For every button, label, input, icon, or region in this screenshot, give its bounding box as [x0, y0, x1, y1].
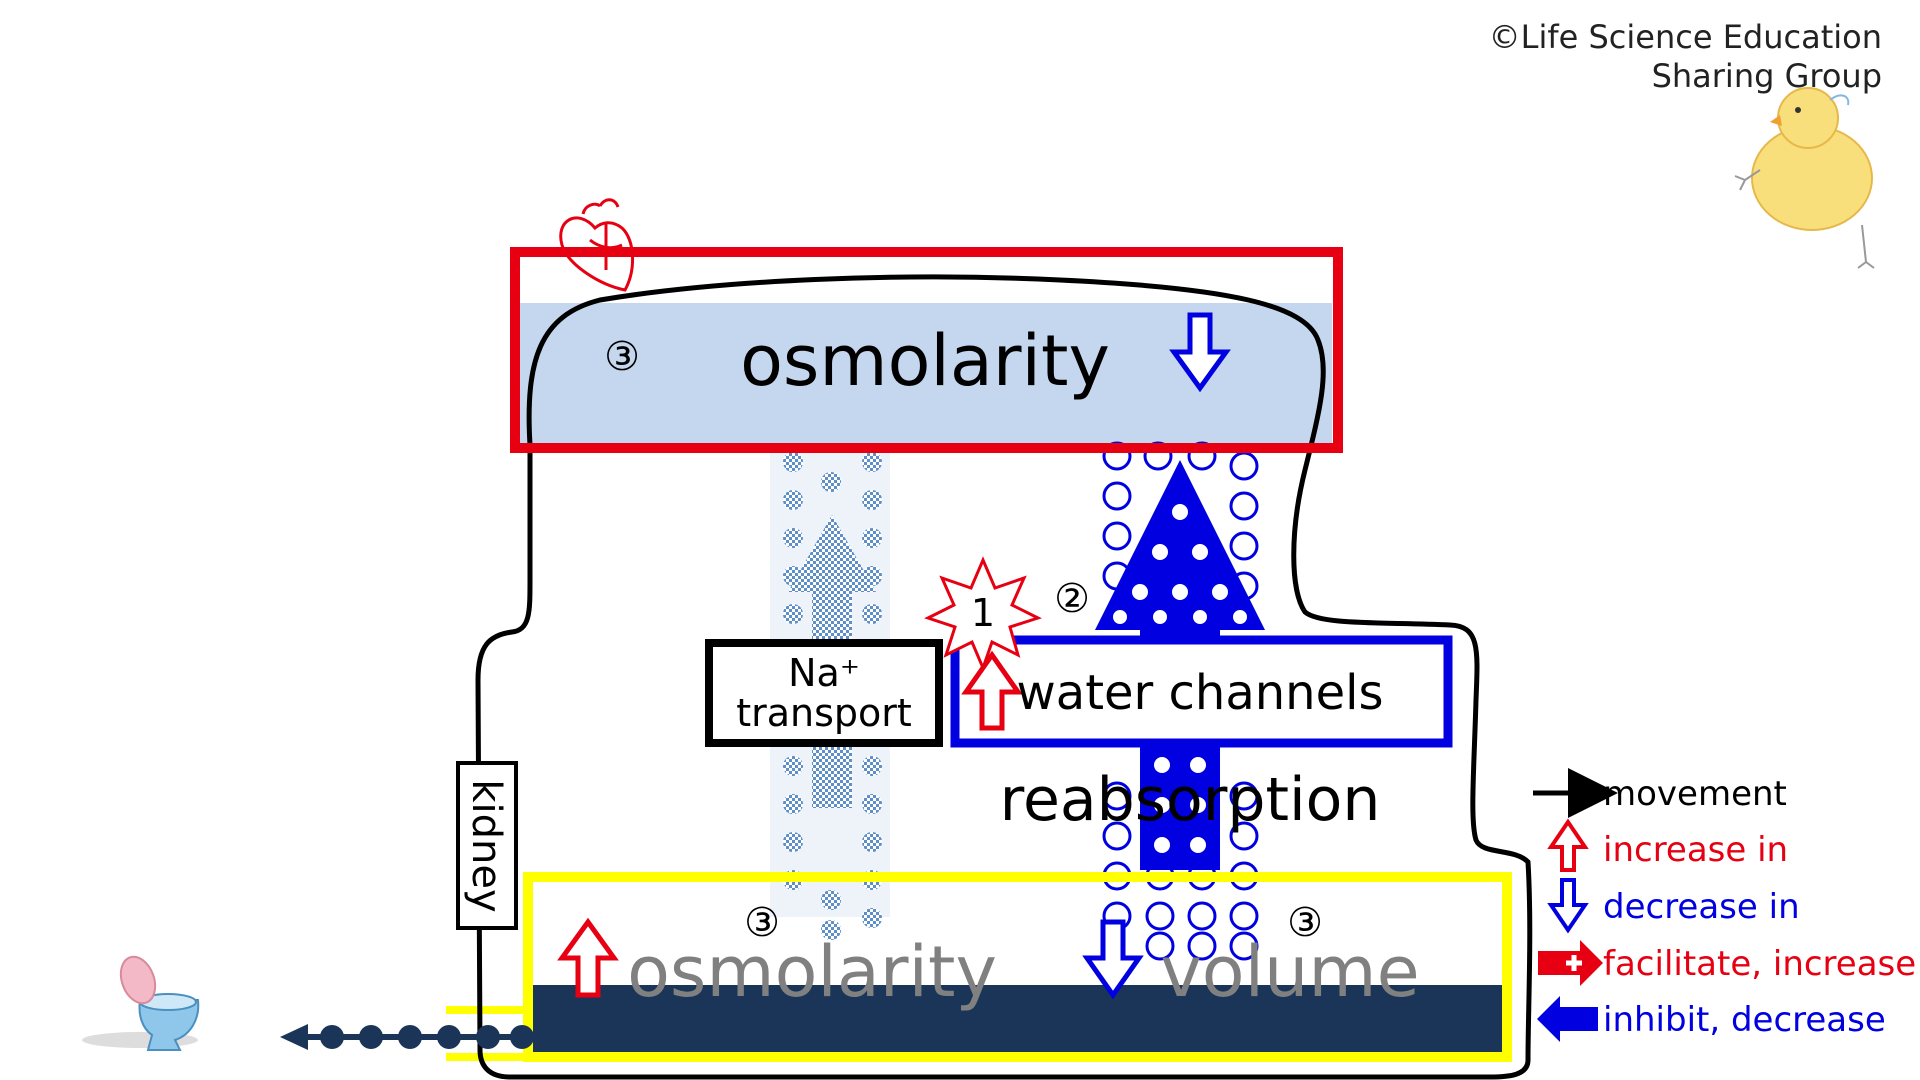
legend-increase-text: increase in	[1603, 830, 1788, 870]
na-flow-dots-mid	[821, 472, 841, 940]
kidney-label: kidney	[463, 779, 509, 912]
copyright-line1: ©Life Science Education	[1488, 18, 1882, 56]
yellow-outlet	[446, 1006, 532, 1061]
legend-facilitate-plus-icon	[1566, 955, 1582, 971]
na-transport-line2: transport	[736, 691, 912, 735]
water-channels-box	[950, 635, 1453, 748]
bottom-volume-decrease-arrow	[1082, 919, 1144, 1000]
legend-decrease-icon	[1547, 878, 1589, 934]
legend-decrease-text: decrease in	[1603, 887, 1800, 927]
legend-increase: increase in	[1547, 818, 1788, 872]
bottom-volume-step: ③	[1287, 900, 1323, 946]
legend-facilitate-text: facilitate, increase	[1603, 944, 1916, 984]
stimulus-number: 1	[971, 591, 995, 635]
legend-decrease: decrease in	[1547, 878, 1800, 934]
bottom-volume-label: volume	[1160, 931, 1419, 1013]
heart-icon	[559, 198, 635, 292]
bottom-osmolarity-step: ③	[744, 900, 780, 946]
na-transport-box	[705, 639, 943, 747]
reabsorption-label: reabsorption	[1000, 765, 1381, 835]
water-channels-step: ②	[1054, 576, 1090, 622]
legend-movement: movement	[1533, 768, 1787, 818]
copyright-line2: Sharing Group	[1651, 57, 1882, 95]
water-flow-arrow-dots	[1113, 504, 1247, 853]
legend-facilitate: facilitate, increase	[1538, 940, 1916, 986]
stimulus-starburst	[924, 556, 1042, 673]
top-compartment-border	[510, 247, 1343, 453]
top-osmolarity-label: osmolarity	[740, 320, 1110, 402]
bottom-compartment-fill	[528, 985, 1503, 1055]
water-channels-label: water channels	[1017, 665, 1384, 721]
legend-movement-text: movement	[1603, 774, 1787, 814]
water-channels-increase-arrow	[961, 650, 1023, 731]
bottom-osmolarity-label: osmolarity	[627, 931, 997, 1013]
excretion-flow	[280, 1024, 534, 1050]
top-step-number: ③	[604, 334, 640, 380]
toilet-icon	[82, 955, 200, 1051]
legend-inhibit: inhibit, decrease	[1537, 996, 1886, 1042]
bottom-osmolarity-increase-arrow	[557, 917, 619, 998]
copyright: ©Life Science Education Sharing Group	[1489, 18, 1882, 96]
legend-inhibit-text: inhibit, decrease	[1603, 1000, 1886, 1040]
legend-increase-icon	[1547, 818, 1589, 872]
kidney-outline	[475, 274, 1533, 1080]
na-transport-line1: Na⁺	[788, 651, 860, 695]
bottom-compartment-border	[523, 872, 1512, 1062]
legend-inhibit-icon	[1537, 996, 1598, 1042]
legend: movement increase in decrease in facilit…	[1533, 768, 1916, 1042]
top-osmolarity-decrease-arrow	[1169, 312, 1231, 393]
kidney-label-box	[456, 761, 518, 930]
chick-icon	[1734, 87, 1875, 269]
